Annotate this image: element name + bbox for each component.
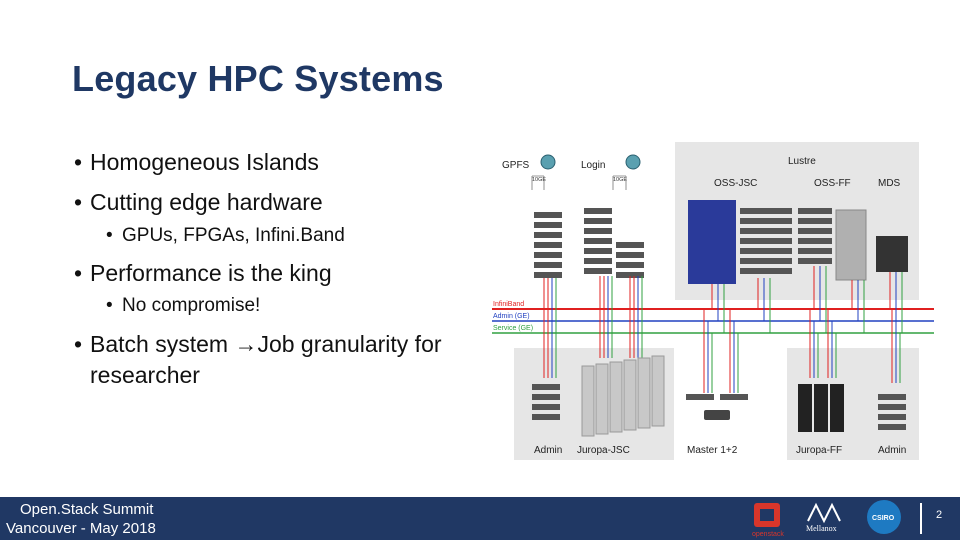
- oss-ff-rack: [798, 208, 867, 281]
- arrow-icon: →: [234, 331, 258, 357]
- master-label: Master 1+2: [687, 445, 738, 456]
- bullet-dot: •: [106, 225, 113, 246]
- bullet-text: Batch system: [90, 331, 235, 357]
- oss-jsc-label: OSS-JSC: [714, 178, 757, 189]
- openstack-logo-text: openstack: [752, 531, 784, 538]
- master-servers: [686, 394, 748, 420]
- gpfs-link-label: 10GE: [532, 177, 546, 183]
- bullet-item: • Performance is the king: [74, 259, 332, 287]
- bullet-text: Job granularity for: [257, 331, 442, 357]
- mds-label: MDS: [878, 178, 901, 189]
- bullet-dot: •: [74, 331, 83, 357]
- bullet-item: • Cutting edge hardware: [74, 188, 323, 216]
- footer-bar: Open.Stack Summit Vancouver - May 2018 o…: [0, 497, 960, 540]
- oss-ff-label: OSS-FF: [814, 178, 851, 189]
- mds-server: [876, 236, 908, 272]
- bullet-dot: •: [106, 295, 113, 316]
- admin-left-label: Admin: [534, 445, 562, 456]
- footer-divider: [920, 503, 922, 534]
- infiniband-label: InfiniBand: [493, 301, 524, 308]
- juropa-jsc-racks: [581, 355, 665, 437]
- mellanox-logo-text: Mellanox: [806, 524, 837, 533]
- csiro-logo-text: CSIRO: [872, 515, 895, 522]
- gpfs-label: GPFS: [502, 160, 530, 171]
- gpfs-server-stack: [534, 212, 562, 278]
- footer-event-text: Open.Stack Summit Vancouver - May 2018: [6, 500, 156, 538]
- bullet-item: • Homogeneous Islands: [74, 148, 319, 176]
- bullet-continuation: researcher: [90, 362, 200, 388]
- juropa-ff-label: Juropa-FF: [796, 445, 842, 456]
- login-server-stack: [584, 208, 644, 278]
- admin-right-servers: [878, 394, 906, 430]
- hpc-system-diagram: GPFS Login Lustre OSS-JSC OSS-FF MDS Adm…: [492, 138, 934, 462]
- bullet-text: Performance is the king: [90, 260, 332, 286]
- csiro-logo: CSIRO: [867, 500, 901, 534]
- login-link-label: 10GE: [613, 177, 627, 183]
- service-network-label: Service (GE): [493, 325, 533, 332]
- juropa-jsc-label: Juropa-JSC: [577, 445, 630, 456]
- bullet-text: Cutting edge hardware: [90, 189, 323, 215]
- diagram-svg: GPFS Login Lustre OSS-JSC OSS-FF MDS Adm…: [492, 142, 934, 460]
- footer-line-1: Open.Stack Summit: [20, 501, 154, 518]
- sub-bullet-item: • GPUs, FPGAs, Infini.Band: [106, 224, 345, 248]
- bullet-dot: •: [74, 189, 83, 215]
- login-label: Login: [581, 160, 605, 171]
- oss-jsc-rack: [688, 200, 792, 284]
- bullet-text: Homogeneous Islands: [90, 149, 319, 175]
- sponsor-logos: openstack Mellanox CSIRO: [752, 500, 901, 538]
- admin-network-label: Admin (GE): [493, 313, 530, 320]
- bullet-text: GPUs, FPGAs, Infini.Band: [122, 225, 345, 246]
- mellanox-logo: Mellanox: [806, 502, 841, 533]
- lustre-label: Lustre: [788, 156, 816, 167]
- login-globe-icon: [625, 154, 641, 170]
- openstack-logo: openstack: [752, 503, 784, 538]
- juropa-ff-racks: [798, 384, 844, 432]
- page-number: 2: [936, 509, 943, 521]
- bullet-text: No compromise!: [122, 295, 261, 316]
- gpfs-globe-icon: [540, 154, 556, 170]
- footer-line-2: Vancouver - May 2018: [6, 520, 156, 537]
- bullet-dot: •: [74, 149, 83, 175]
- admin-right-label: Admin: [878, 445, 906, 456]
- sub-bullet-item: • No compromise!: [106, 294, 260, 318]
- admin-left-servers: [532, 384, 560, 420]
- slide-title: Legacy HPC Systems: [72, 58, 444, 99]
- bullet-dot: •: [74, 260, 83, 286]
- bullet-item: • Batch system →Job granularity for: [74, 330, 442, 358]
